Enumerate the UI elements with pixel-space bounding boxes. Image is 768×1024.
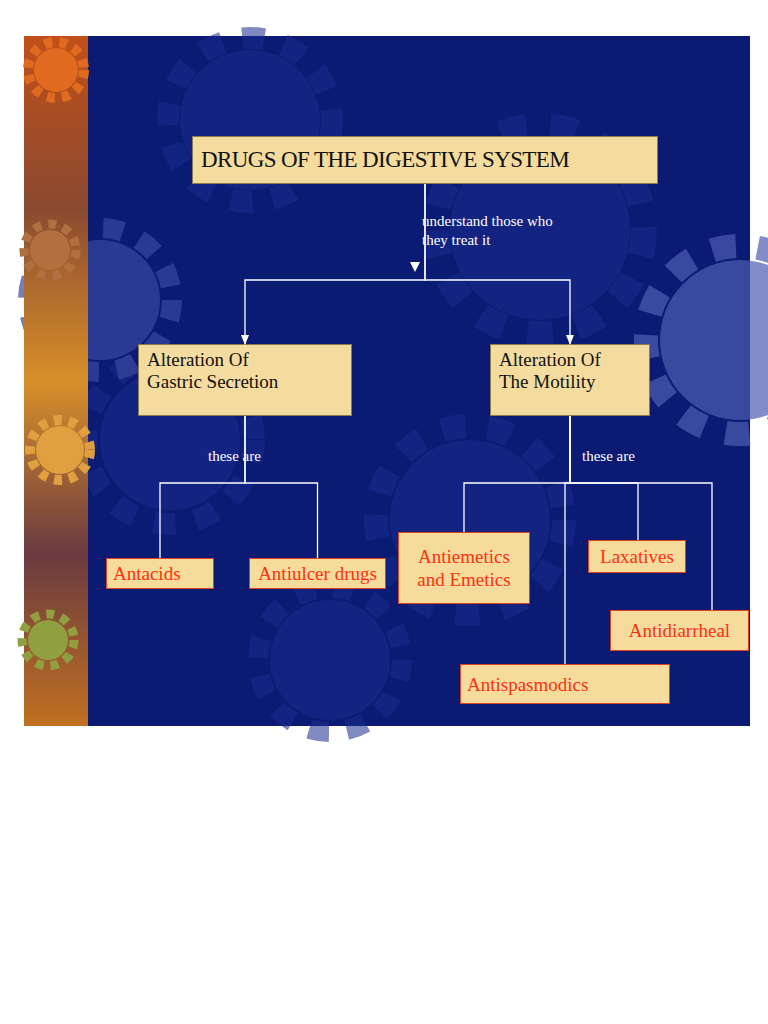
node-text: Antacids <box>113 562 181 585</box>
connector <box>425 184 570 344</box>
drug-class-box: Laxatives <box>588 540 686 573</box>
node-text: Antiulcer drugs <box>258 562 377 585</box>
node-text: Antiemetics and Emetics <box>408 545 520 591</box>
edge-label: these are <box>582 447 672 466</box>
drug-class-box: Antacids <box>106 558 214 589</box>
decor-strip <box>24 36 88 726</box>
node-text: Laxatives <box>600 545 674 568</box>
strip-gears <box>22 42 90 666</box>
drug-class-box: Antidiarrheal <box>610 610 749 651</box>
node-text: Alteration Of The Motility <box>499 349 627 393</box>
title-box: DRUGS OF THE DIGESTIVE SYSTEM <box>192 136 658 184</box>
drug-class-box: Antispasmodics <box>460 664 670 704</box>
edge-label: these are <box>208 447 298 466</box>
node-text: Antidiarrheal <box>629 619 730 642</box>
light-gear <box>28 228 768 434</box>
connector <box>570 416 712 610</box>
drug-class-box: Antiulcer drugs <box>249 558 386 589</box>
connector <box>565 416 570 664</box>
connector <box>570 416 638 540</box>
connector <box>245 184 425 344</box>
node-text: Alteration Of Gastric Secretion <box>147 349 307 393</box>
connector <box>245 416 318 558</box>
category-box: Alteration Of The Motility <box>490 344 650 416</box>
category-box: Alteration Of Gastric Secretion <box>138 344 352 416</box>
connector <box>464 416 570 532</box>
slide-panel <box>24 36 750 726</box>
trunk-arrowhead <box>410 262 420 272</box>
drug-class-box: Antiemetics and Emetics <box>398 532 530 604</box>
node-text: Antispasmodics <box>467 673 588 696</box>
edge-label: understand those who they treat it <box>422 212 574 250</box>
connector <box>160 416 245 558</box>
node-text: DRUGS OF THE DIGESTIVE SYSTEM <box>201 147 649 173</box>
